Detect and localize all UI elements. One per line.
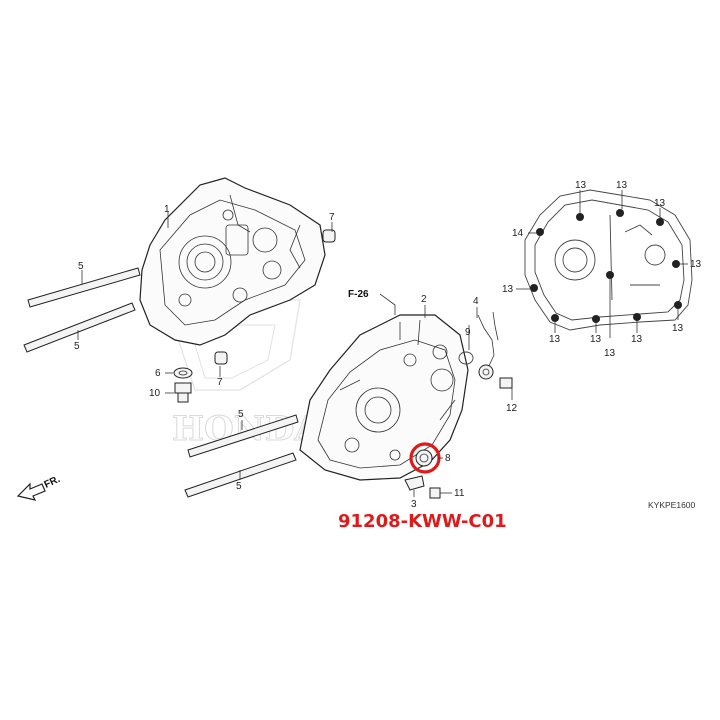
callout-8: 8 [445, 453, 451, 464]
front-direction-arrow: FR. [16, 474, 62, 501]
honda-watermark: HONDA [172, 299, 322, 450]
callout-7a: 7 [329, 212, 335, 223]
callout-5a: 5 [78, 261, 84, 272]
stud-bolt-upper-2 [23, 302, 136, 353]
stud-bolt-lower-2 [184, 452, 297, 498]
callout-4: 4 [473, 296, 479, 307]
callout-13a: 13 [575, 180, 587, 191]
callout-12: 12 [506, 403, 518, 414]
callout-13g: 13 [549, 334, 561, 345]
oil-seal [409, 442, 441, 474]
crankcase-gasket [524, 189, 693, 331]
callout-13h: 13 [590, 334, 602, 345]
stud-bolt-lower-1 [187, 414, 299, 458]
callout-9: 9 [465, 327, 471, 338]
bracket [404, 475, 425, 491]
callout-13b: 13 [616, 180, 628, 191]
callout-5d: 5 [236, 481, 242, 492]
flange-bolt-12 [499, 377, 513, 389]
left-crankcase [139, 177, 326, 346]
callout-6: 6 [155, 368, 161, 379]
callout-5b: 5 [74, 341, 80, 352]
ref-f26: F-26 [348, 289, 369, 300]
callout-13i: 13 [631, 334, 643, 345]
dowel-pin-lower [214, 351, 228, 365]
callout-11: 11 [454, 488, 465, 499]
neutral-switch [477, 311, 499, 380]
callout-5c: 5 [238, 409, 244, 420]
part-number: 91208-KWW-C01 [338, 511, 507, 532]
callout-3: 3 [411, 499, 417, 510]
callout-7b: 7 [217, 377, 223, 388]
callout-13c: 13 [654, 198, 666, 209]
callout-14: 14 [512, 228, 524, 239]
dowel-pin-upper [322, 229, 336, 243]
leader-lines [77, 190, 688, 497]
front-label: FR. [43, 474, 62, 491]
drain-bolt [174, 382, 192, 403]
callout-1: 1 [164, 204, 170, 215]
stud-bolt-upper-1 [27, 267, 141, 308]
drawing-code: KYKPE1600 [648, 500, 696, 510]
sealing-washer [173, 367, 193, 379]
callout-13d: 13 [690, 259, 702, 270]
callout-13e: 13 [502, 284, 514, 295]
flange-bolt-11 [429, 487, 441, 499]
right-crankcase [299, 314, 469, 481]
callout-10: 10 [149, 388, 161, 399]
watermark-text: HONDA [172, 409, 321, 449]
callout-13f: 13 [672, 323, 684, 334]
callout-2: 2 [421, 294, 427, 305]
o-ring [458, 351, 474, 365]
callout-13j: 13 [604, 348, 616, 359]
